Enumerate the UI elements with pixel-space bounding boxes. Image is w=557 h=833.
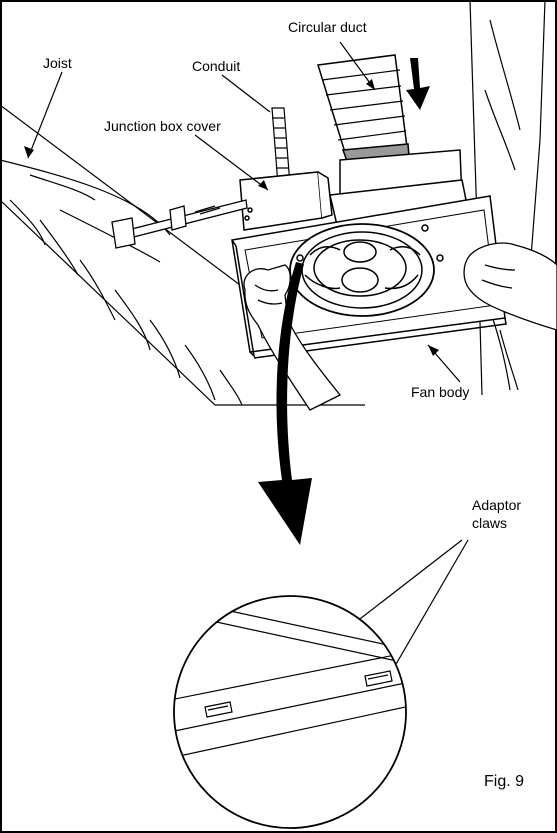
label-adaptor-claws-line2: claws bbox=[472, 515, 507, 531]
fan-body bbox=[231, 195, 507, 359]
joist-pointer-icon bbox=[24, 146, 34, 158]
detail-circle bbox=[173, 595, 407, 829]
label-joist: Joist bbox=[43, 55, 72, 71]
fan-body-pointer-icon bbox=[428, 345, 439, 356]
conduit bbox=[271, 107, 291, 186]
junction-pointer-icon bbox=[258, 180, 268, 190]
label-junction-box-cover: Junction box cover bbox=[104, 118, 221, 134]
figure-caption: Fig. 9 bbox=[484, 773, 524, 790]
duct-pointer-icon bbox=[366, 79, 375, 90]
label-adaptor-claws-line1: Adaptor bbox=[472, 497, 521, 513]
label-fan-body: Fan body bbox=[411, 384, 469, 400]
mounting-bracket bbox=[111, 199, 248, 249]
right-hand bbox=[463, 242, 557, 331]
removal-arrow bbox=[258, 262, 312, 545]
label-circular-duct: Circular duct bbox=[288, 19, 367, 35]
junction-box bbox=[239, 171, 333, 231]
down-arrow-icon bbox=[406, 58, 430, 110]
left-hand bbox=[243, 264, 342, 411]
label-conduit: Conduit bbox=[192, 58, 240, 74]
